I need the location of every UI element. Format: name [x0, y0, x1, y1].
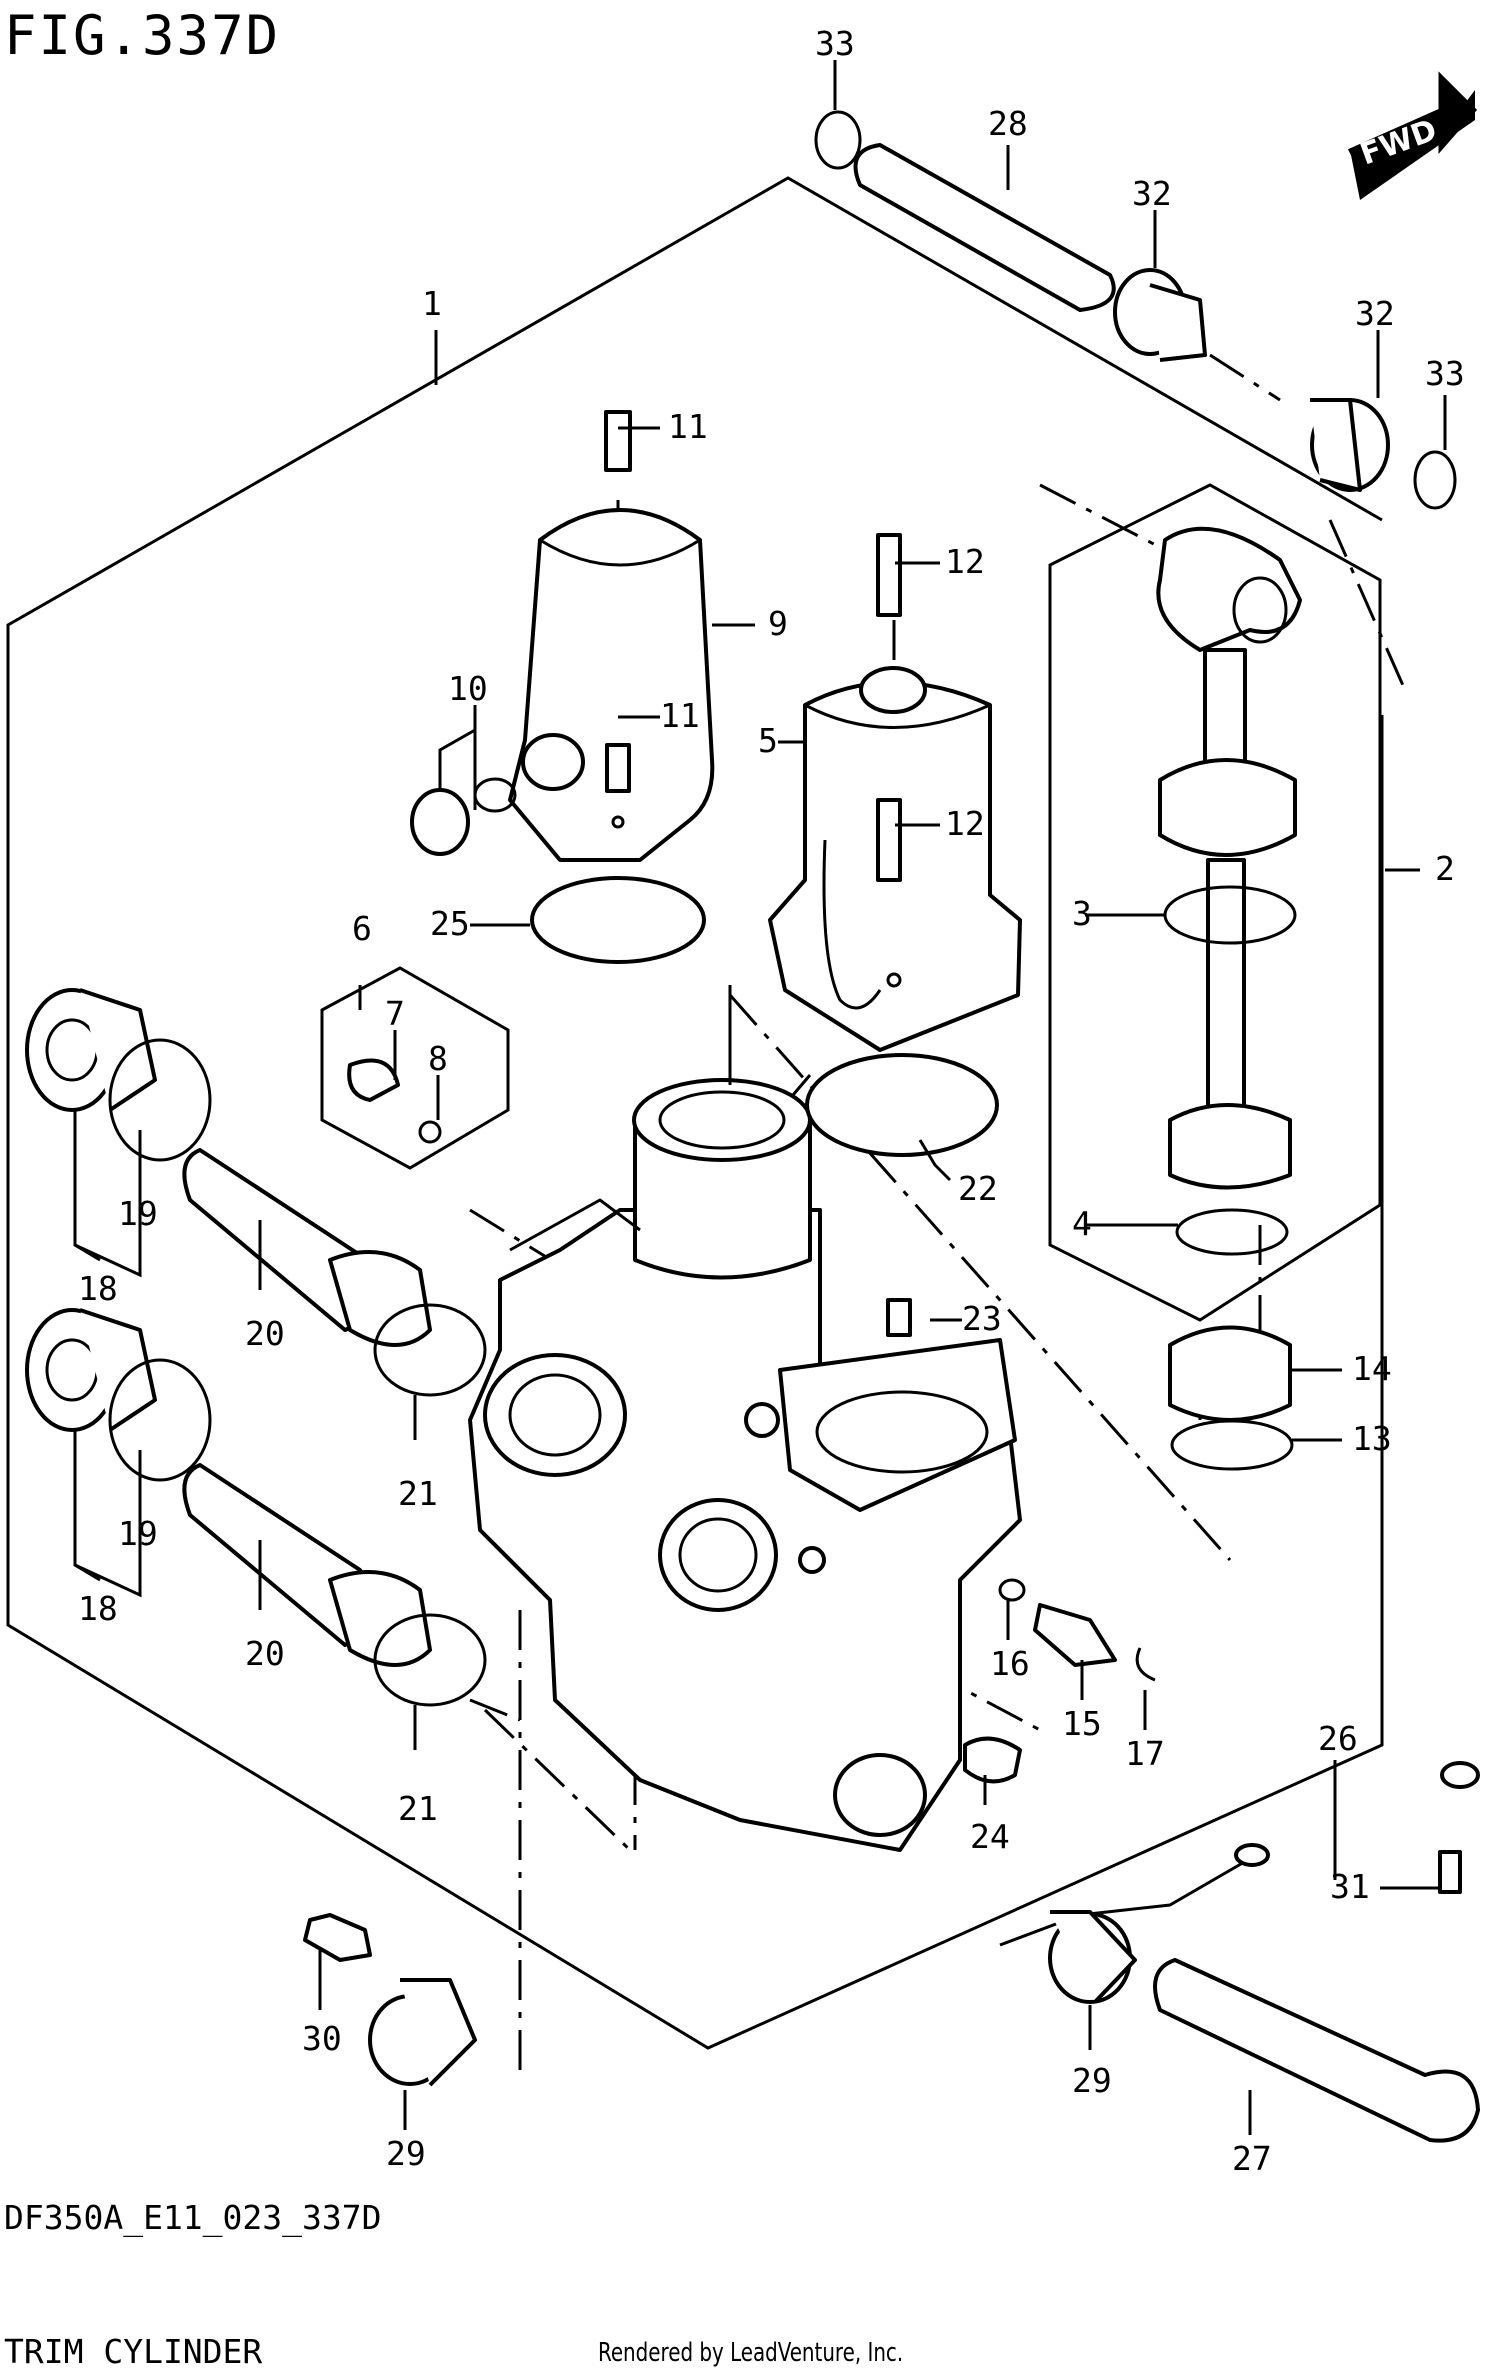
- piston-rod-2: [1156, 526, 1302, 1256]
- bolt-30: [303, 1913, 372, 1962]
- screw-7: [347, 1058, 400, 1102]
- wire-26: [999, 1848, 1266, 1947]
- callout-6: 6: [352, 909, 372, 948]
- callout-2: 2: [1435, 849, 1455, 888]
- callout-5: 5: [758, 721, 778, 760]
- screw-11b: [605, 743, 631, 793]
- kit-6-outline: [320, 966, 510, 1170]
- callout-labels: 1 2 3 4 5 6 7 8 9 10 11 11 12 12 13 14 1…: [78, 24, 1465, 2178]
- callout-26: 26: [1318, 1719, 1358, 1758]
- callout-15: 15: [1062, 1704, 1102, 1743]
- bushing-32b: [1310, 398, 1390, 492]
- callout-25: 25: [430, 904, 470, 943]
- callout-14: 14: [1352, 1349, 1392, 1388]
- oring-25: [530, 876, 706, 964]
- callout-21b: 21: [398, 1789, 438, 1828]
- oring-13: [1170, 1419, 1294, 1471]
- callout-24: 24: [970, 1817, 1010, 1856]
- forward-arrow: FWD: [1347, 71, 1478, 200]
- circlip-33a: [814, 110, 862, 170]
- callout-13: 13: [1352, 1419, 1392, 1458]
- callout-8: 8: [428, 1039, 448, 1078]
- reservoir-9: [508, 508, 715, 862]
- callout-28: 28: [988, 104, 1028, 143]
- bushing-29b: [368, 1978, 477, 2087]
- figure-title: FIG.337D: [4, 4, 281, 67]
- seal-14: [1168, 1325, 1292, 1422]
- callout-9: 9: [768, 604, 788, 643]
- callout-21a: 21: [398, 1474, 438, 1513]
- callout-29a: 29: [1072, 2061, 1112, 2100]
- callout-12a: 12: [945, 542, 985, 581]
- oring-16: [998, 1578, 1026, 1602]
- valve-23: [886, 1298, 912, 1337]
- cylinder-body: [468, 1078, 1022, 1852]
- oring-21b: [373, 1613, 487, 1707]
- callout-12b: 12: [945, 804, 985, 843]
- valve-24: [963, 1736, 1022, 1784]
- callout-32b: 32: [1355, 294, 1395, 333]
- callout-3: 3: [1072, 894, 1092, 933]
- oring-4: [1175, 1208, 1289, 1256]
- cap-18a: [25, 988, 157, 1112]
- callout-18b: 18: [78, 1589, 118, 1628]
- circlip-33b: [1413, 450, 1457, 510]
- callout-33a: 33: [815, 24, 855, 63]
- figure-code: DF350A_E11_023_337D: [4, 2198, 382, 2237]
- screw-12b: [876, 798, 902, 882]
- callout-18a: 18: [78, 1269, 118, 1308]
- callout-4: 4: [1072, 1204, 1092, 1243]
- screw-11a: [604, 410, 632, 472]
- callout-33b: 33: [1425, 354, 1465, 393]
- oring-19a: [108, 1038, 212, 1162]
- screw-12a: [876, 533, 902, 617]
- callout-19b: 19: [118, 1514, 158, 1553]
- cap-18b: [25, 1308, 157, 1432]
- pin-28: [853, 143, 1116, 312]
- valve-15: [1033, 1603, 1117, 1667]
- callout-30: 30: [302, 2019, 342, 2058]
- callout-19a: 19: [118, 1194, 158, 1233]
- callout-7: 7: [385, 994, 405, 1033]
- ring-8: [418, 1120, 442, 1144]
- callout-11b: 11: [660, 696, 700, 735]
- callout-17: 17: [1125, 1734, 1165, 1773]
- callout-20b: 20: [245, 1634, 285, 1673]
- callout-22: 22: [958, 1169, 998, 1208]
- oring-22: [805, 1053, 999, 1157]
- bushing-29a: [1048, 1910, 1137, 2004]
- render-credit: Rendered by LeadVenture, Inc.: [598, 2338, 904, 2368]
- plug-10: [410, 777, 517, 856]
- oring-21a: [373, 1303, 487, 1397]
- callout-29b: 29: [386, 2134, 426, 2173]
- callout-1: 1: [422, 284, 442, 323]
- pin-27: [1153, 1958, 1480, 2143]
- callout-23: 23: [962, 1299, 1002, 1338]
- callout-27: 27: [1232, 2139, 1272, 2178]
- callout-16: 16: [990, 1644, 1030, 1683]
- bushing-32a: [1113, 268, 1207, 362]
- callout-10: 10: [448, 669, 488, 708]
- leader-lines: [73, 60, 1447, 2135]
- assembly-2-outline: [1048, 483, 1382, 1322]
- screw-31: [1438, 1850, 1462, 1894]
- figure-name: TRIM CYLINDER: [4, 2332, 263, 2371]
- callout-20a: 20: [245, 1314, 285, 1353]
- piston-20a: [182, 1148, 432, 1347]
- callout-32a: 32: [1132, 174, 1172, 213]
- piston-20b: [182, 1463, 432, 1667]
- oring-19b: [108, 1358, 212, 1482]
- assembly-1-outline: [6, 176, 1384, 2050]
- callout-11a: 11: [668, 407, 708, 446]
- callout-31: 31: [1330, 1867, 1370, 1906]
- clip-17: [1135, 1647, 1156, 1682]
